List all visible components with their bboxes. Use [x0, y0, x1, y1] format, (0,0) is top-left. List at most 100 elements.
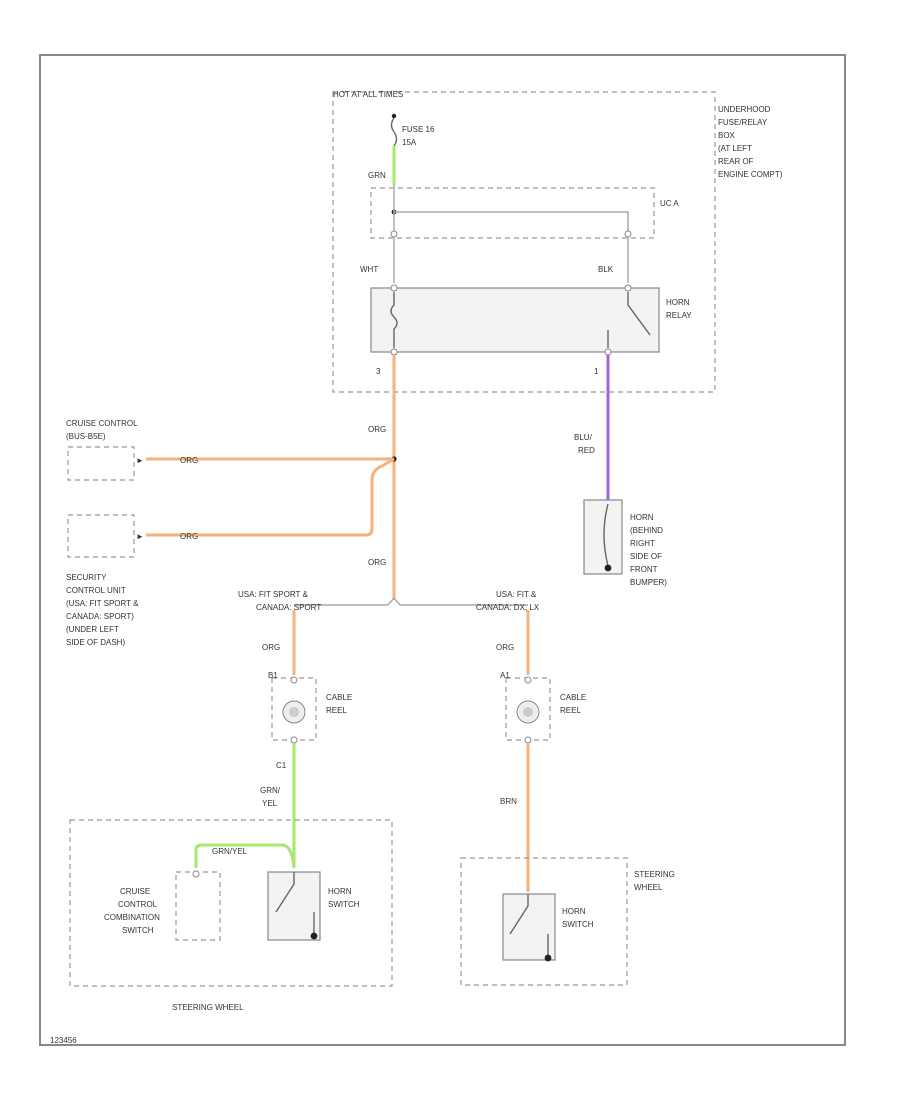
cruise-control-label-2: (BUS-B5E)	[66, 432, 106, 441]
pin-relay-feed-right	[624, 230, 632, 238]
variant-right-label-2: CANADA: DX, LX	[476, 603, 540, 612]
left-horn-switch-icon	[275, 872, 315, 936]
underhood-label-1: UNDERHOOD	[718, 105, 771, 114]
horn-label-3: RIGHT	[630, 539, 655, 548]
underhood-label-5: REAR OF	[718, 157, 754, 166]
wire-label-blu-red-2: RED	[578, 446, 595, 455]
fuse-icon	[390, 117, 398, 147]
horn-relay-label-1: HORN	[666, 298, 690, 307]
right-horn-switch-label-1: HORN	[562, 907, 586, 916]
security-label-5: (UNDER LEFT	[66, 625, 119, 634]
connector-icon-cruise: ►	[136, 456, 144, 465]
relay-ref-label: UC A	[660, 199, 679, 208]
pin-3-label: 3	[376, 367, 381, 376]
pin-horn-relay-top-right	[624, 284, 632, 292]
pin-horn-relay-bottom-right	[604, 348, 612, 356]
relay-coil-icon	[390, 292, 398, 348]
pin-blk-label: BLK	[598, 265, 614, 274]
hot-at-all-times-label: HOT AT ALL TIMES	[333, 90, 403, 99]
variant-right-label-1: USA: FIT &	[496, 590, 537, 599]
fuse-name-label: FUSE 16	[402, 125, 435, 134]
security-label-4: CANADA: SPORT)	[66, 612, 134, 621]
cruise-switch-label-1: CRUISE	[120, 887, 150, 896]
diagram-frame	[39, 54, 846, 1046]
horn-relay-label-2: RELAY	[666, 311, 692, 320]
horn-label-2: (BEHIND	[630, 526, 663, 535]
wire-label-org-lower: ORG	[368, 558, 386, 567]
wire-org-security	[146, 457, 395, 537]
left-connector-c1: C1	[276, 761, 287, 770]
horn-box	[583, 499, 623, 575]
cruise-switch-box	[175, 871, 221, 941]
horn-label-4: SIDE OF	[630, 552, 662, 561]
left-horn-switch-ground-dot	[310, 932, 318, 940]
relay-switch-icon	[607, 292, 651, 348]
left-steering-wheel-label: STEERING WHEEL	[172, 1003, 244, 1012]
left-connector-b1: B1	[268, 671, 278, 680]
pin-horn-relay-bottom-left	[390, 348, 398, 356]
underhood-label-4: (AT LEFT	[718, 144, 752, 153]
wire-label-grn-yel-cruise: GRN/YEL	[212, 847, 248, 856]
cruise-switch-label-2: CONTROL	[118, 900, 158, 909]
pin-1-label: 1	[594, 367, 599, 376]
wire-variant-split	[294, 596, 528, 606]
horn-relay-box	[370, 287, 660, 353]
left-cable-reel-label-1: CABLE	[326, 693, 352, 702]
horn-label-6: BUMPER)	[630, 578, 667, 587]
underhood-label-6: ENGINE COMPT)	[718, 170, 783, 179]
pin-left-cable-reel-bottom	[290, 736, 298, 744]
left-cable-reel-label-2: REEL	[326, 706, 347, 715]
pin-right-cable-reel-bottom	[524, 736, 532, 744]
cruise-control-box	[67, 446, 135, 481]
wire-label-grn-yel-1: GRN/	[260, 786, 281, 795]
pin-left-cable-reel-top	[290, 676, 298, 684]
right-cable-reel-hub	[523, 707, 533, 717]
wire-relay-coil-feed	[394, 211, 629, 232]
variant-left-label-2: CANADA: SPORT	[256, 603, 321, 612]
right-cable-reel-label-1: CABLE	[560, 693, 586, 702]
security-label-6: SIDE OF DASH)	[66, 638, 125, 647]
right-cable-reel-label-2: REEL	[560, 706, 581, 715]
relay-sub-box	[370, 187, 655, 239]
cruise-control-label-1: CRUISE CONTROL	[66, 419, 138, 428]
wire-label-org-right: ORG	[496, 643, 514, 652]
pin-right-cable-reel-top	[524, 676, 532, 684]
wire-label-grn-yel-2: YEL	[262, 799, 278, 808]
wire-label-org-cruise: ORG	[180, 456, 198, 465]
security-label-2: CONTROL UNIT	[66, 586, 126, 595]
pin-horn-relay-top-left	[390, 284, 398, 292]
connector-icon-security: ►	[136, 532, 144, 541]
right-horn-switch-label-2: SWITCH	[562, 920, 594, 929]
figure-id: 123456	[50, 1036, 77, 1045]
cruise-switch-label-4: SWITCH	[122, 926, 154, 935]
horn-label-5: FRONT	[630, 565, 658, 574]
wire-label-org-left: ORG	[262, 643, 280, 652]
right-horn-switch-icon	[509, 894, 549, 956]
wire-label-grn: GRN	[368, 171, 386, 180]
right-horn-switch-ground-dot	[544, 954, 552, 962]
right-steering-wheel-label-2: WHEEL	[634, 883, 663, 892]
cruise-switch-label-3: COMBINATION	[104, 913, 160, 922]
fuse-top-dot	[391, 113, 397, 119]
wire-label-blu-red-1: BLU/	[574, 433, 593, 442]
right-steering-wheel-box	[460, 857, 628, 986]
variant-left-label-1: USA: FIT SPORT &	[238, 590, 308, 599]
fuse-rating-label: 15A	[402, 138, 417, 147]
security-control-box	[67, 514, 135, 558]
left-horn-switch-box	[267, 871, 321, 941]
right-steering-wheel-label-1: STEERING	[634, 870, 675, 879]
left-horn-switch-label-2: SWITCH	[328, 900, 360, 909]
right-horn-switch-box	[502, 893, 556, 961]
horn-icon	[603, 503, 609, 567]
wire-grn-yel-cruise-switch	[194, 843, 296, 869]
horn-label-1: HORN	[630, 513, 654, 522]
underhood-label-3: BOX	[718, 131, 736, 140]
underhood-label-2: FUSE/RELAY	[718, 118, 768, 127]
wire-label-brn: BRN	[500, 797, 517, 806]
horn-ground-dot	[604, 564, 612, 572]
underhood-fuse-relay-box	[332, 91, 716, 393]
security-label-3: (USA: FIT SPORT &	[66, 599, 139, 608]
wire-label-org-security: ORG	[180, 532, 198, 541]
pin-wht-label: WHT	[360, 265, 378, 274]
